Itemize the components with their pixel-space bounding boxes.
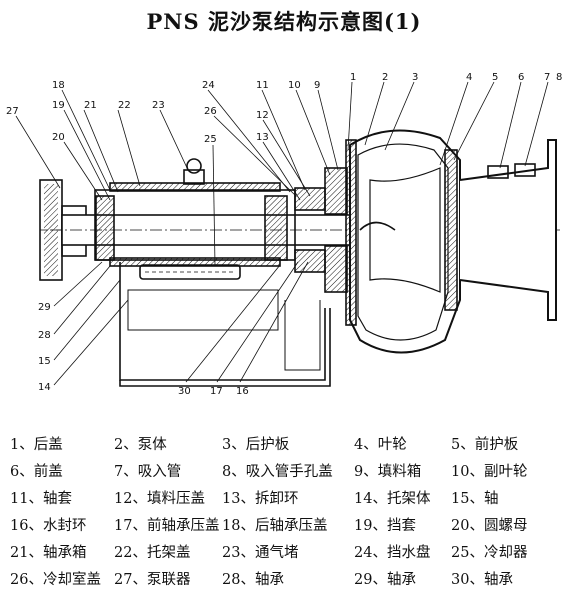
legend-item: 28、轴承 [222, 572, 284, 588]
page-title: PNS 泥沙泵结构示意图(1) [146, 9, 422, 34]
legend-row: 26、冷却室盖 27、泵联器 28、轴承 29、轴承 30、轴承 [10, 565, 562, 592]
callout-26: 26 [204, 106, 217, 117]
legend-item: 14、托架体 [354, 491, 431, 507]
callout-6: 6 [518, 72, 524, 83]
callout-15: 15 [38, 356, 51, 367]
parts-legend: 1、后盖 2、泵体 3、后护板 4、叶轮 5、前护板 6、前盖 7、吸入管 8、… [10, 430, 562, 592]
stuffing-box-shape [294, 167, 348, 293]
legend-item: 10、副叶轮 [451, 464, 528, 480]
legend-item: 4、叶轮 [354, 437, 407, 453]
legend-item: 13、拆卸环 [222, 491, 299, 507]
legend-item: 6、前盖 [10, 464, 63, 480]
callout-19: 19 [52, 100, 65, 111]
legend-item: 30、轴承 [451, 572, 513, 588]
callout-labels: 18 19 21 22 23 24 11 10 9 1 2 3 4 5 6 7 … [6, 72, 562, 397]
legend-row: 11、轴套 12、填料压盖 13、拆卸环 14、托架体 15、轴 [10, 484, 562, 511]
callout-18: 18 [52, 80, 65, 91]
legend-item: 12、填料压盖 [114, 491, 205, 507]
legend-item: 24、挡水盘 [354, 545, 431, 561]
legend-item: 21、轴承箱 [10, 545, 87, 561]
callout-30: 30 [178, 386, 191, 397]
legend-item: 16、水封环 [10, 518, 87, 534]
callout-7: 7 [544, 72, 550, 83]
pump-casing-shape [345, 129, 461, 354]
legend-item: 15、轴 [451, 491, 499, 507]
legend-item: 9、填料箱 [354, 464, 422, 480]
legend-row: 21、轴承箱 22、托架盖 23、通气堵 24、挡水盘 25、冷却器 [10, 538, 562, 565]
legend-item: 5、前护板 [451, 437, 519, 453]
callout-21: 21 [84, 100, 97, 111]
suction-pipe-shape [459, 139, 557, 321]
callout-1: 1 [350, 72, 356, 83]
legend-item: 8、吸入管手孔盖 [222, 464, 333, 480]
callout-14: 14 [38, 382, 51, 393]
bearing-housing-shape [94, 158, 296, 280]
callout-24: 24 [202, 80, 215, 91]
legend-item: 27、泵联器 [114, 572, 191, 588]
legend-item: 7、吸入管 [114, 464, 182, 480]
callout-20: 20 [52, 132, 65, 143]
callout-8: 8 [556, 72, 562, 83]
callout-3: 3 [412, 72, 418, 83]
legend-item: 18、后轴承压盖 [222, 518, 328, 534]
frame-body-shape [119, 262, 331, 387]
legend-item: 22、托架盖 [114, 545, 191, 561]
callout-22: 22 [118, 100, 131, 111]
legend-item: 1、后盖 [10, 437, 63, 453]
legend-row: 6、前盖 7、吸入管 8、吸入管手孔盖 9、填料箱 10、副叶轮 [10, 457, 562, 484]
callout-23: 23 [152, 100, 165, 111]
callout-9: 9 [314, 80, 320, 91]
callout-12: 12 [256, 110, 269, 121]
legend-item: 11、轴套 [10, 491, 72, 507]
callout-17: 17 [210, 386, 223, 397]
legend-item: 3、后护板 [222, 437, 290, 453]
legend-row: 1、后盖 2、泵体 3、后护板 4、叶轮 5、前护板 [10, 430, 562, 457]
callout-27: 27 [6, 106, 19, 117]
callout-5: 5 [492, 72, 498, 83]
callout-11: 11 [256, 80, 269, 91]
legend-item: 17、前轴承压盖 [114, 518, 220, 534]
callout-13: 13 [256, 132, 269, 143]
legend-item: 19、挡套 [354, 518, 416, 534]
callout-29: 29 [38, 302, 51, 313]
callout-10: 10 [288, 80, 301, 91]
callout-4: 4 [466, 72, 472, 83]
legend-item: 26、冷却室盖 [10, 572, 101, 588]
legend-row: 16、水封环 17、前轴承压盖 18、后轴承压盖 19、挡套 20、圆螺母 [10, 511, 562, 538]
legend-item: 20、圆螺母 [451, 518, 528, 534]
legend-item: 29、轴承 [354, 572, 416, 588]
callout-28: 28 [38, 330, 51, 341]
callout-25: 25 [204, 134, 217, 145]
legend-item: 23、通气堵 [222, 545, 299, 561]
legend-item: 25、冷却器 [451, 545, 528, 561]
callout-2: 2 [382, 72, 388, 83]
callout-16: 16 [236, 386, 249, 397]
legend-item: 2、泵体 [114, 437, 167, 453]
leader-lines [15, 81, 549, 386]
pump-cross-section-drawing: 18 19 21 22 23 24 11 10 9 1 2 3 4 5 6 7 … [6, 72, 562, 397]
